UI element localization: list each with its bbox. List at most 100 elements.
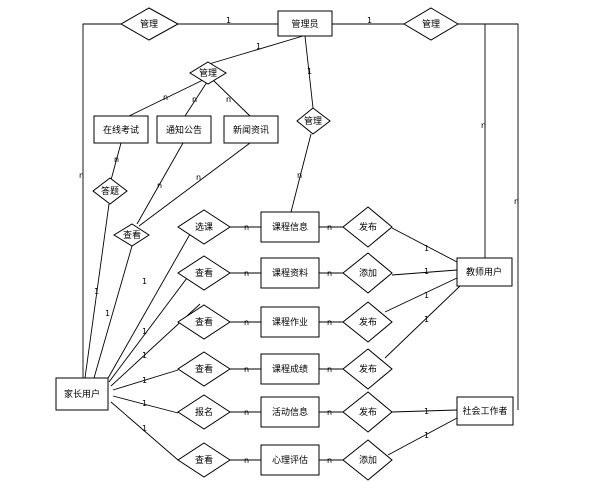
edge-manage-right-teacher (458, 23, 486, 258)
card-parent-answer: 1 (94, 287, 99, 296)
cardinality-labels: 1 n 1 n n 1 n n n 1 n n 1 n n 1 1 1 1 1 … (79, 16, 519, 465)
edge-view-parent (93, 245, 133, 379)
rel-view-material[interactable]: 查看 (177, 255, 231, 291)
rel-manage-right-label: 管理 (422, 18, 440, 30)
card-material-view: n (244, 269, 249, 278)
card-parent-select: 1 (142, 277, 147, 286)
entity-activity-info[interactable]: 活动信息 (260, 396, 320, 428)
rel-manage-course-label: 管理 (304, 115, 322, 127)
card-parent-vieweval: 1 (142, 424, 147, 433)
edge-manage-content-news (212, 79, 251, 117)
edge-manage-left-parent (82, 23, 121, 378)
rel-manage-content[interactable]: 管理 (189, 61, 227, 85)
card-activity-signup: n (244, 408, 249, 417)
entity-online-exam[interactable]: 在线考试 (93, 115, 149, 144)
rel-publish-homework-label: 发布 (359, 316, 377, 328)
card-parent-viewmat: 1 (142, 327, 147, 336)
rel-signup[interactable]: 报名 (177, 394, 231, 430)
card-admin-course: 1 (307, 67, 312, 76)
rel-view-notice[interactable]: 查看 (113, 223, 150, 247)
card-courseinfo-publish: n (327, 223, 332, 232)
card-news-manage: n (226, 95, 231, 104)
rel-manage-left[interactable]: 管理 (119, 7, 180, 41)
card-teacher-grade: 1 (424, 315, 429, 324)
card-parent-left: n (79, 171, 84, 180)
edge-parent-signup (112, 395, 179, 414)
rel-publish-homework[interactable]: 发布 (342, 301, 393, 343)
rel-add-material-label: 添加 (359, 268, 377, 279)
entity-psych-eval[interactable]: 心理评估 (260, 444, 320, 476)
rel-publish-course[interactable]: 发布 (342, 206, 393, 248)
edge-manage-right-social (485, 23, 519, 410)
edge-answer-parent (84, 203, 110, 379)
entity-admin-label: 管理员 (291, 18, 318, 30)
rel-answer-label: 答题 (101, 185, 119, 197)
rel-manage-course[interactable]: 管理 (296, 107, 331, 135)
card-notice-view: n (157, 181, 162, 190)
entity-parent-user[interactable]: 家长用户 (55, 377, 109, 411)
card-parent-viewhw: 1 (142, 351, 147, 360)
edge-publish-activity-social (391, 409, 458, 413)
card-parent-signup: 1 (142, 399, 147, 408)
entity-social-worker-label: 社会工作者 (462, 405, 507, 417)
entity-course-homework[interactable]: 课程作业 (260, 306, 320, 338)
entity-social-worker[interactable]: 社会工作者 (456, 396, 514, 426)
rel-view-eval[interactable]: 查看 (177, 442, 231, 478)
card-admin-left: 1 (226, 16, 231, 25)
rel-view-eval-label: 查看 (195, 454, 213, 466)
card-activity-publish: n (327, 408, 332, 417)
rel-select-course-label: 选课 (195, 221, 213, 233)
rel-view-homework[interactable]: 查看 (177, 304, 231, 340)
connectors (82, 23, 519, 461)
entity-course-grade[interactable]: 课程成绩 (260, 353, 320, 385)
rel-select-course[interactable]: 选课 (177, 209, 231, 245)
rel-add-material[interactable]: 添加 (342, 252, 393, 294)
card-admin-content: 1 (256, 42, 261, 51)
card-grade-view: n (244, 365, 249, 374)
rel-signup-label: 报名 (195, 406, 213, 418)
rel-publish-grade[interactable]: 发布 (342, 348, 393, 390)
edge-parent-view-eval (110, 401, 179, 461)
card-teacher-material: 1 (424, 267, 429, 276)
rel-publish-activity[interactable]: 发布 (342, 391, 393, 433)
rel-publish-course-label: 发布 (359, 221, 377, 233)
edge-parent-select (106, 212, 203, 381)
rel-add-eval[interactable]: 添加 (342, 439, 393, 481)
card-exam-answer: n (114, 155, 119, 164)
card-admin-right: 1 (367, 16, 372, 25)
entity-news[interactable]: 新闻资讯 (223, 115, 279, 144)
entity-course-info[interactable]: 课程信息 (260, 211, 320, 243)
edge-add-eval-social (387, 417, 458, 456)
edge-manage-content-notice (184, 81, 208, 117)
rel-view-notice-label: 查看 (123, 229, 141, 241)
entity-psych-eval-label: 心理评估 (272, 454, 308, 466)
entity-activity-info-label: 活动信息 (272, 406, 308, 418)
edge-manage-course-courseinfo (290, 133, 312, 213)
card-exam-manage: n (163, 93, 168, 102)
entity-notice[interactable]: 通知公告 (156, 115, 212, 144)
card-social-right: n (514, 197, 519, 206)
card-eval-add: n (327, 456, 332, 465)
entity-admin[interactable]: 管理员 (277, 10, 333, 37)
entity-course-info-label: 课程信息 (272, 221, 308, 233)
card-eval-view: n (244, 456, 249, 465)
rel-manage-content-label: 管理 (199, 67, 217, 79)
edge-publish-grade-teacher (384, 285, 461, 359)
edge-manage-content-exam (128, 79, 204, 117)
rel-view-grade[interactable]: 查看 (177, 351, 231, 387)
card-homework-publish: n (327, 318, 332, 327)
edge-news-view (138, 142, 251, 227)
entity-course-material[interactable]: 课程资料 (260, 257, 320, 289)
edge-admin-manage-course (304, 35, 314, 109)
edge-admin-manage-content (208, 35, 304, 65)
rel-manage-right[interactable]: 管理 (403, 7, 459, 41)
entities: 管理员 在线考试 通知公告 新闻资讯 课程信息 课程资料 课程作业 课程成绩 (55, 10, 514, 476)
entity-course-material-label: 课程资料 (272, 267, 308, 279)
entity-teacher-user[interactable]: 教师用户 (456, 257, 513, 287)
rel-answer[interactable]: 答题 (92, 177, 128, 205)
rel-add-eval-label: 添加 (359, 455, 377, 466)
rel-manage-left-label: 管理 (140, 18, 158, 30)
entity-course-grade-label: 课程成绩 (272, 363, 308, 375)
card-parent-view: 1 (105, 309, 110, 318)
